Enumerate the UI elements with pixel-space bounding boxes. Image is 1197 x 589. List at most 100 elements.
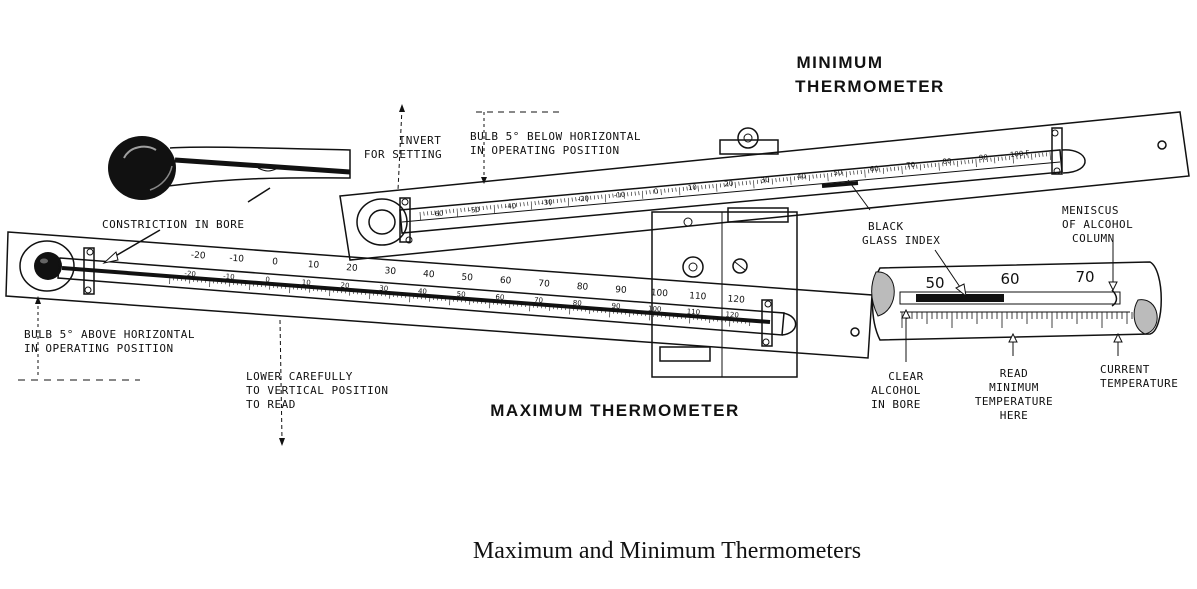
min-scale-tick [931, 163, 933, 168]
min-scale-label: -40 [504, 202, 516, 211]
min-scale-tick [897, 166, 899, 171]
min-scale-tick [723, 183, 725, 188]
label-lower-1: LOWER CAREFULLY [246, 370, 353, 383]
min-scale-tick [560, 198, 562, 203]
label-read-4: HERE [1000, 409, 1029, 422]
min-scale-tick [838, 172, 840, 177]
min-scale-tick [616, 193, 618, 198]
min-scale-tick [760, 179, 762, 184]
min-scale-tick [923, 163, 925, 169]
min-scale-tick [471, 207, 473, 212]
min-scale-label: 10 [688, 183, 698, 192]
min-scale-tick [679, 187, 681, 196]
min-scale-tick [478, 206, 481, 211]
min-scale-tick [1016, 155, 1018, 160]
min-scale-tick [527, 201, 529, 206]
min-scale-tick [716, 183, 718, 192]
min-scale-tick [953, 161, 955, 166]
min-scale-tick [1038, 153, 1040, 158]
min-scale-tick [745, 180, 747, 185]
min-scale-tick [642, 190, 644, 199]
label-meniscus-1: MENISCUS [1062, 204, 1119, 217]
max-scale-label-upper: 70 [538, 279, 550, 290]
label-clear-2: ALCOHOL [871, 384, 921, 397]
min-scale-tick [871, 168, 873, 173]
min-scale-tick [819, 173, 822, 178]
min-scale-tick [916, 164, 918, 169]
annotation-leaders [18, 104, 1123, 446]
max-scale-label-lower: 30 [379, 284, 388, 293]
min-scale-tick [1042, 152, 1044, 157]
max-scale-label-lower: 20 [340, 281, 349, 290]
min-scale-tick [934, 162, 936, 167]
min-scale-tick [493, 204, 495, 213]
min-scale-tick [482, 205, 484, 211]
min-scale-tick [682, 186, 684, 191]
label-black-glass-2: GLASS INDEX [862, 234, 940, 247]
min-scale-tick [634, 191, 636, 196]
min-scale-tick [982, 158, 985, 163]
min-scale-tick [730, 182, 733, 187]
min-scale-tick [1008, 155, 1011, 160]
min-scale-label: -20 [577, 194, 589, 203]
max-scale-label-lower: 50 [456, 290, 465, 299]
min-scale-tick [842, 171, 844, 176]
label-invert-1: INVERT [399, 134, 442, 147]
min-scale-tick [912, 165, 914, 170]
max-scale-label-lower: 110 [686, 308, 700, 317]
min-scale-tick [719, 183, 721, 188]
min-scale-tick [486, 205, 488, 210]
max-scale-label-lower: -10 [223, 273, 235, 282]
min-scale-tick [579, 196, 581, 201]
min-scale-tick [534, 201, 536, 206]
max-scale-label-upper: 40 [423, 269, 435, 280]
annotation-labels: INVERT FOR SETTING BULB 5° BELOW HORIZON… [24, 130, 1178, 422]
min-scale-tick [957, 160, 959, 167]
min-scale-tick [945, 161, 948, 166]
min-scale-tick [927, 163, 929, 168]
min-scale-tick [567, 197, 570, 206]
max-scale-label-lower: -20 [184, 270, 196, 279]
max-scale-label-upper: -10 [229, 254, 245, 265]
min-scale-tick [427, 211, 429, 216]
min-scale-tick [504, 203, 507, 208]
max-scale-label-upper: 0 [272, 257, 279, 267]
min-scale-tick [782, 177, 784, 182]
min-scale-tick [942, 162, 944, 167]
min-scale-tick [949, 161, 951, 166]
min-scale-tick [434, 210, 436, 215]
min-scale-tick [619, 192, 621, 197]
min-scale-label: -10 [614, 191, 626, 200]
min-scale-tick [712, 184, 714, 189]
min-scale-tick [693, 185, 696, 190]
min-scale-tick [423, 211, 425, 216]
min-scale-tick [549, 199, 551, 206]
min-scale-label: 50 [833, 168, 843, 177]
label-lower-3: TO READ [246, 398, 296, 411]
min-scale-tick [1049, 151, 1051, 161]
min-title-line2: THERMOMETER [795, 77, 945, 96]
max-scale-label-upper: -20 [190, 250, 206, 261]
min-scale-tick [664, 188, 666, 193]
min-scale-tick [808, 174, 810, 181]
min-scale-tick [727, 182, 729, 187]
min-scale-tick [834, 172, 836, 177]
min-scale-tick [623, 192, 625, 199]
min-scale-tick [645, 190, 647, 195]
min-scale-tick [860, 169, 862, 175]
label-clear-3: IN BORE [871, 398, 921, 411]
min-scale-tick [801, 175, 803, 180]
min-scale-label: 0 [653, 187, 658, 195]
min-scale-tick [849, 171, 851, 176]
label-current-1: CURRENT [1100, 363, 1150, 376]
min-scale-tick [508, 203, 510, 208]
max-scale-label-upper: 60 [499, 276, 511, 287]
label-lower-2: TO VERTICAL POSITION [246, 384, 388, 397]
label-constriction: CONSTRICTION IN BORE [102, 218, 244, 231]
min-scale-tick [441, 209, 444, 214]
inverted-bulb-drawing [108, 136, 351, 200]
min-scale-tick [690, 186, 692, 191]
max-scale-label-lower: 70 [534, 296, 543, 305]
